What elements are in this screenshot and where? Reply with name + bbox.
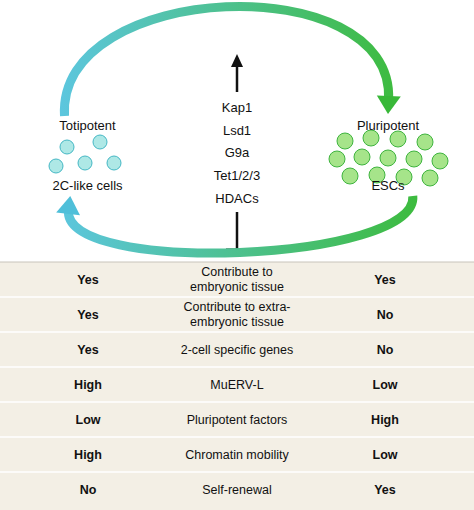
table-background — [0, 262, 474, 510]
regulator-label: HDACs — [215, 190, 258, 205]
table-cell: No — [377, 342, 394, 357]
cell-type-label: Totipotent — [30, 118, 145, 134]
arrow-head — [377, 95, 401, 114]
table-cell: Low — [373, 447, 398, 462]
table-cell: Low — [76, 412, 101, 427]
table-cell: High — [74, 447, 102, 462]
table-cell: Yes — [77, 342, 99, 357]
table-row-heading: MuERV-L — [176, 377, 299, 392]
table-cell: High — [74, 377, 102, 392]
regulator-label: Tet1/2/3 — [214, 168, 260, 183]
transition-arrow — [64, 6, 400, 116]
cell-type-label: 2C-like cells — [30, 178, 145, 194]
cell-population: PluripotentESCs — [326, 118, 450, 194]
table-cell: Low — [373, 377, 398, 392]
table-cell: Yes — [374, 272, 396, 287]
cell-type-label: Pluripotent — [326, 118, 450, 134]
table-row-heading: 2-cell specific genes — [176, 342, 299, 357]
totipotent-cells — [49, 135, 121, 173]
table-row-heading: Contribute to extra-embryonic tissue — [176, 300, 299, 330]
table-cell: No — [377, 307, 394, 322]
cell-type-label: ESCs — [326, 178, 450, 194]
table-top-rule — [0, 262, 474, 263]
inhibit-bar — [226, 212, 248, 250]
table-row-heading: Self-renewal — [176, 482, 299, 497]
arrow-ribbon — [64, 6, 388, 116]
table-row-heading: Chromatin mobility — [176, 447, 299, 462]
regulator-label: Lsd1 — [223, 122, 251, 137]
table-row-heading: Contribute to embryonic tissue — [176, 265, 299, 295]
table-cell: High — [371, 412, 399, 427]
regulator-label: Kap1 — [222, 100, 252, 115]
transition-arrow — [56, 196, 413, 253]
arrow-head — [56, 196, 80, 215]
arrow-ribbon — [68, 196, 412, 253]
table-cell: Yes — [77, 307, 99, 322]
regulator-label: G9a — [225, 145, 250, 160]
pluripotent-cells — [329, 130, 448, 186]
table-cell: Yes — [77, 272, 99, 287]
table-cell: Yes — [374, 482, 396, 497]
table-cell: No — [80, 482, 97, 497]
table-row-heading: Pluripotent factors — [176, 412, 299, 427]
promote-arrow — [231, 54, 243, 92]
cell-population: Totipotent 2C-like cells — [30, 118, 145, 194]
table-row-separators — [0, 297, 474, 472]
